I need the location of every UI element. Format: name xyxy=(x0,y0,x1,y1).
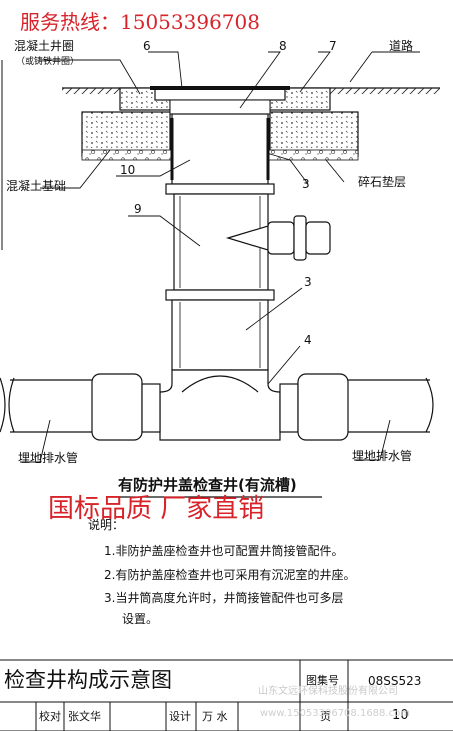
drawing-title: 检查井构成示意图 xyxy=(4,668,172,692)
note-item-2: 2.有防护盖座检查井也可采用有沉泥室的井座。 xyxy=(104,568,356,582)
label-part-6: 6 xyxy=(143,39,151,53)
label-part-8: 8 xyxy=(279,39,287,53)
label-concrete-ring: 混凝土井圈 xyxy=(14,39,75,53)
note-item-3: 3.当井筒高度允许时，井筒接管配件也可多层 xyxy=(104,591,344,605)
manhole-cover xyxy=(150,86,290,123)
manhole-base xyxy=(159,369,281,441)
label-buried-pipe-right: 埋地排水管 xyxy=(352,449,413,463)
design-label: 设计 xyxy=(169,710,191,723)
watermark-url: www.15053396708.1688.com xyxy=(260,708,410,719)
page-number: 10 xyxy=(392,708,409,723)
label-part-9: 9 xyxy=(134,202,142,216)
review-label: 校对 xyxy=(39,710,61,723)
leader-lines xyxy=(20,51,420,463)
quality-banner: 国标品质 厂家直销 xyxy=(48,494,265,524)
label-part-7: 7 xyxy=(329,39,337,53)
design-name: 万 水 xyxy=(202,710,228,723)
label-part-3-mid: 3 xyxy=(304,275,312,289)
main-drain-pipe xyxy=(0,373,434,441)
review-name: 张文华 xyxy=(68,710,101,723)
label-part-10: 10 xyxy=(120,163,136,177)
label-gravel-bed: 碎石垫层 xyxy=(358,175,407,189)
riser-pipe xyxy=(165,113,275,371)
hotline-banner: 服务热线：15053396708 xyxy=(20,10,260,34)
note-item-1: 1.非防护盖座检查井也可配置井筒接管配件。 xyxy=(104,544,344,558)
side-inlet-pipe xyxy=(225,215,331,261)
atlas-number: 08SS523 xyxy=(368,674,422,688)
page-label: 页 xyxy=(320,710,331,723)
watermark-company: 山东文远环保科技股份有限公司 xyxy=(258,686,398,697)
label-concrete-ring-note: （或铸铁井圈） xyxy=(16,57,80,67)
label-part-4: 4 xyxy=(304,333,312,347)
label-buried-pipe-left: 埋地排水管 xyxy=(18,451,79,465)
label-concrete-base: 混凝土基础 xyxy=(6,179,67,193)
title-block-lines xyxy=(0,659,453,731)
diagram-caption: 有防护井盖检查井(有流槽) xyxy=(118,476,297,494)
note-item-3-cont: 设置。 xyxy=(122,612,159,626)
notes-title: 说明： xyxy=(88,518,125,532)
atlas-number-label: 图集号 xyxy=(306,674,339,687)
label-part-3-top: 3 xyxy=(302,177,310,191)
label-road: 道路 xyxy=(389,39,414,53)
